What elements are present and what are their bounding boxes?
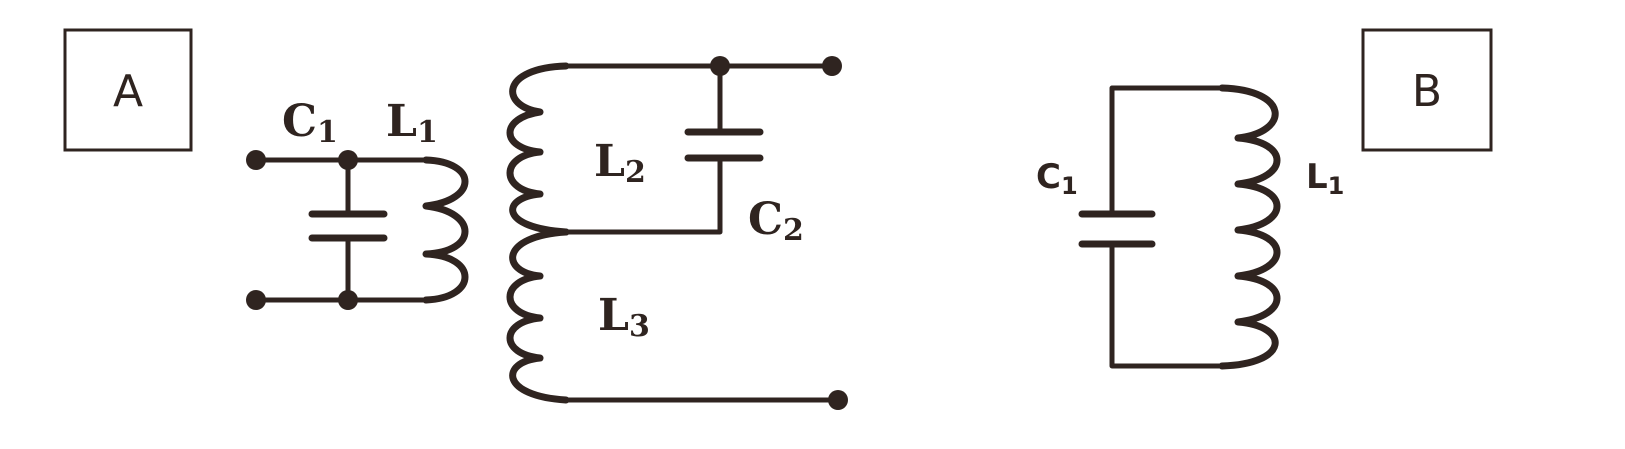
- panel-b-label-box: [1361, 28, 1493, 152]
- junction-primary-top: [338, 150, 358, 170]
- panel-b-letter: B: [1412, 66, 1442, 117]
- panel-a-letter: A: [113, 66, 143, 117]
- l3-coil: [506, 228, 570, 404]
- panel-a-label-box: [63, 28, 193, 152]
- b-l1-coil: [1218, 84, 1281, 370]
- lc-tank-circuit: [1078, 84, 1281, 370]
- secondary-coils: [506, 56, 848, 410]
- tank-top-wire: [1109, 85, 1225, 217]
- terminal-output-top: [822, 56, 842, 76]
- terminal-primary-bottom: [246, 290, 266, 310]
- terminal-primary-top: [246, 150, 266, 170]
- l1-coil: [422, 156, 469, 304]
- terminal-output-bottom: [828, 390, 848, 410]
- label-a-l3: L3: [598, 290, 650, 344]
- label-a-c1: C1: [282, 96, 338, 150]
- label-b-c1: C1: [1036, 157, 1078, 200]
- label-b-l1: L1: [1306, 157, 1344, 200]
- junction-primary-bottom: [338, 290, 358, 310]
- primary-tank-circuit: [246, 150, 469, 310]
- junction-c2-top: [710, 56, 730, 76]
- label-a-c2: C2: [748, 194, 804, 248]
- panel-b: B C1 L1: [1036, 28, 1493, 370]
- l2-coil: [506, 62, 570, 236]
- tank-bottom-wire: [1109, 241, 1225, 369]
- label-a-l2: L2: [594, 136, 646, 190]
- label-a-l1: L1: [386, 96, 438, 150]
- tap-wire: [563, 155, 723, 235]
- panel-a: A C1 L1: [63, 28, 848, 410]
